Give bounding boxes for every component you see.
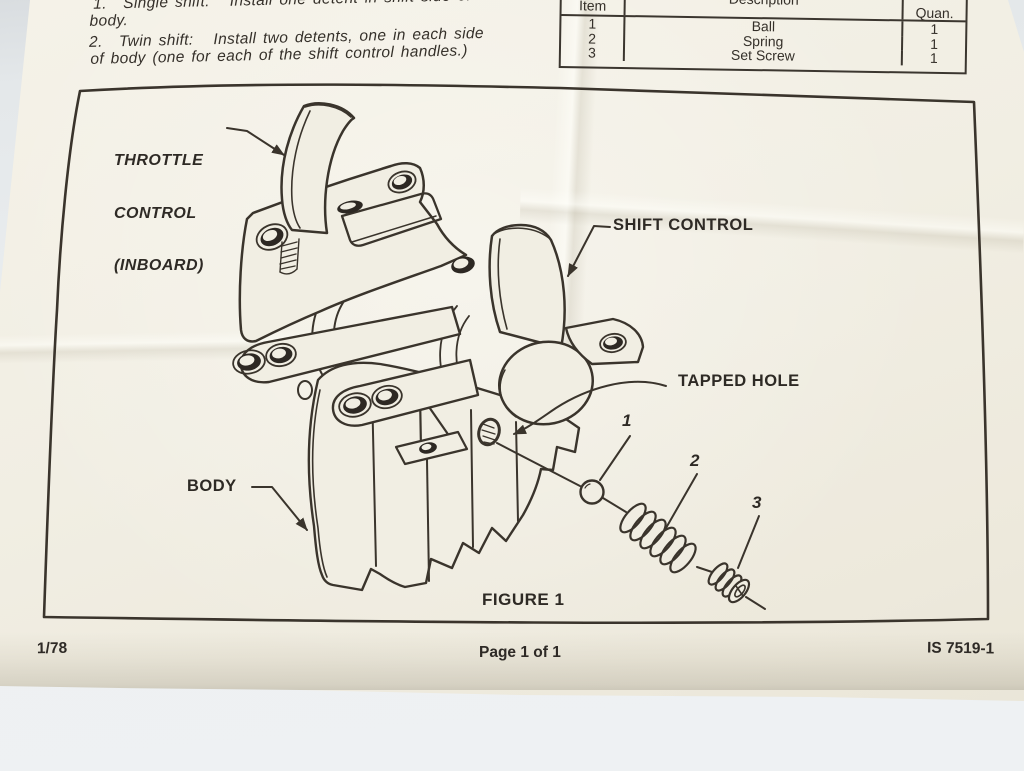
- leader-tapped-hole: [513, 380, 667, 435]
- label-throttle-control: THROTTLE CONTROL (INBOARD): [114, 117, 204, 310]
- throttle-label-line2: CONTROL: [114, 204, 197, 222]
- callout-number-2: 2: [690, 451, 700, 470]
- leader-body: [251, 486, 308, 531]
- callout-number-3: 3: [752, 493, 762, 512]
- leader-callout-3: [737, 515, 760, 569]
- set-screw: [707, 562, 751, 604]
- footer-page-number: Page 1 of 1: [479, 644, 561, 661]
- label-body: BODY: [187, 477, 237, 495]
- label-shift-control: SHIFT CONTROL: [613, 216, 754, 234]
- throttle-label-line3: (INBOARD): [114, 257, 204, 274]
- throttle-control-handle: [280, 102, 356, 235]
- column-header-item: Item: [561, 0, 626, 16]
- assembly-axis: [496, 442, 581, 487]
- label-tapped-hole: TAPPED HOLE: [678, 372, 800, 390]
- lever-arm-upper: [232, 305, 462, 384]
- leader-lines: [226, 127, 760, 569]
- tapped-hole: [477, 417, 501, 447]
- detent-ball: [579, 479, 605, 505]
- leader-throttle-control: [226, 127, 285, 156]
- instruction-text: 1.Single shift: Install one detent in sh…: [84, 0, 555, 68]
- row-1-quan: 1: [930, 20, 939, 37]
- threaded-boss: [279, 238, 300, 275]
- footer-date-code: 1/78: [36, 639, 68, 658]
- lever-arm-lower: [331, 358, 480, 427]
- detent-spring: [619, 502, 697, 574]
- leader-callout-2: [665, 473, 698, 529]
- figure-box: [42, 83, 990, 625]
- figure-caption: FIGURE 1: [482, 590, 565, 609]
- throttle-label-line1: THROTTLE: [114, 152, 204, 169]
- row-3-item: 3: [560, 44, 626, 61]
- callout-number-1: 1: [622, 411, 632, 430]
- row-1-item: 1: [561, 15, 626, 32]
- shift-control-handle: [488, 223, 645, 426]
- footer-document-number: IS 7519-1: [926, 639, 995, 658]
- row-3-quan: 1: [929, 49, 938, 66]
- column-header-description: Description: [625, 0, 904, 20]
- step-2-number: 2.: [88, 33, 103, 51]
- leader-shift-control: [567, 225, 611, 277]
- exploded-assembly: [496, 442, 766, 610]
- leader-callout-1: [599, 435, 631, 481]
- parts-table: Item Description Quan. 1 Ball 1 2 Spring…: [558, 0, 968, 74]
- column-header-quan: Quan.: [915, 4, 954, 22]
